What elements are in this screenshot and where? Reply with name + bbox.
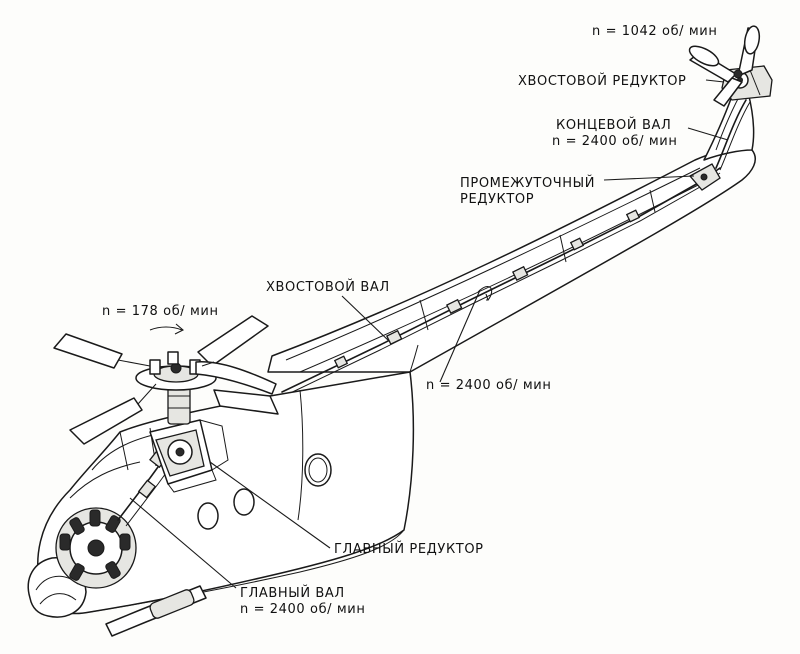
tail-gearbox-label: ХВОСТОВОЙ РЕДУКТОР bbox=[518, 74, 687, 89]
blade-right-front bbox=[213, 389, 279, 415]
tail-shaft-speed-label: n = 2400 об/ мин bbox=[426, 378, 552, 393]
end-shaft bbox=[715, 99, 751, 171]
main-shaft-label: ГЛАВНЫЙ ВАЛ bbox=[240, 586, 345, 601]
end-shaft-speed-label: n = 2400 об/ мин bbox=[552, 134, 678, 149]
window-front bbox=[197, 502, 219, 530]
main-rotor-speed-label: n = 178 об/ мин bbox=[102, 304, 219, 319]
tail-shaft bbox=[281, 167, 721, 398]
blade-left-front bbox=[69, 397, 143, 445]
tail-rotor bbox=[688, 25, 761, 107]
leader-lines bbox=[129, 79, 729, 589]
tail-rotor-speed-label: n = 1042 об/ мин bbox=[592, 24, 718, 39]
main-rotor-blades bbox=[53, 315, 279, 445]
engine bbox=[55, 507, 137, 589]
main-gearbox-label: ГЛАВНЫЙ РЕДУКТОР bbox=[334, 542, 484, 557]
blade-right-rear bbox=[197, 315, 269, 367]
end-shaft-label: КОНЦЕВОЙ ВАЛ bbox=[556, 118, 672, 133]
tail-shaft-label: ХВОСТОВОЙ ВАЛ bbox=[266, 280, 390, 295]
tail-boom bbox=[267, 147, 756, 373]
intermediate-gearbox bbox=[688, 163, 721, 191]
main-gearbox bbox=[149, 419, 229, 493]
exhaust-pipe bbox=[105, 585, 207, 637]
intermediate-gearbox-label-2: РЕДУКТОР bbox=[460, 192, 535, 207]
blade-left bbox=[53, 333, 123, 369]
intermediate-gearbox-label-1: ПРОМЕЖУТОЧНЫЙ bbox=[460, 176, 596, 191]
main-shaft-speed-label: n = 2400 об/ мин bbox=[240, 602, 366, 617]
window-mid bbox=[233, 488, 255, 516]
